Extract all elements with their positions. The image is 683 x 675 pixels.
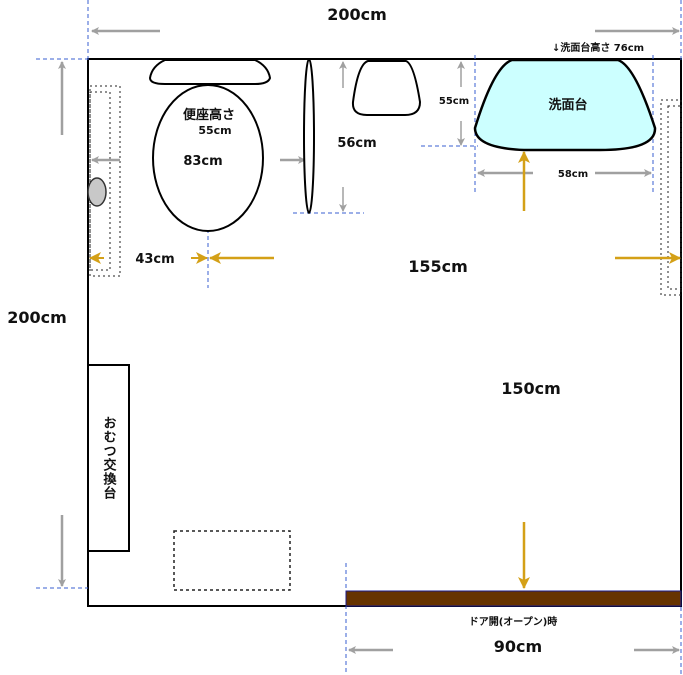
toilet-to-wall-label: 43cm (135, 252, 174, 267)
room-width-label: 200cm (327, 5, 387, 24)
washbasin-label: 洗面台 (548, 97, 587, 113)
door-open-label: ドア開(オープン)時 (469, 615, 558, 628)
diaper-changing-table (87, 364, 130, 552)
toilet-bowl (152, 84, 264, 232)
clear-depth-label: 150cm (501, 379, 561, 398)
grab-bar-right-inner (667, 105, 682, 290)
grab-bar-clearance-label: 56cm (337, 136, 376, 151)
changing-table-label: おむつ交換台 (101, 416, 117, 500)
door-width-label: 90cm (494, 637, 542, 656)
seat-height-value: 55cm (198, 124, 231, 137)
washbasin (473, 58, 657, 152)
guide-lines (36, 0, 682, 675)
room-depth-label: 200cm (7, 308, 67, 327)
door-open (345, 590, 682, 607)
toilet-tank (148, 59, 272, 85)
hand-sink-depth-label: 55cm (439, 96, 469, 107)
washbasin-height-label: ↓洗面台高さ 76cm (552, 41, 644, 54)
washbasin-width-label: 58cm (558, 169, 588, 180)
grab-bar-right (660, 99, 682, 296)
grab-bar-left-inner (89, 91, 111, 271)
floor-area-dotted (173, 530, 291, 591)
hand-sink (351, 60, 422, 116)
toilet-length-label: 83cm (183, 154, 222, 169)
clear-width-label: 155cm (408, 257, 468, 276)
seat-height-label: 便座高さ (183, 107, 235, 123)
paper-holder-icon (87, 177, 107, 207)
grab-bar-vertical (303, 58, 315, 214)
